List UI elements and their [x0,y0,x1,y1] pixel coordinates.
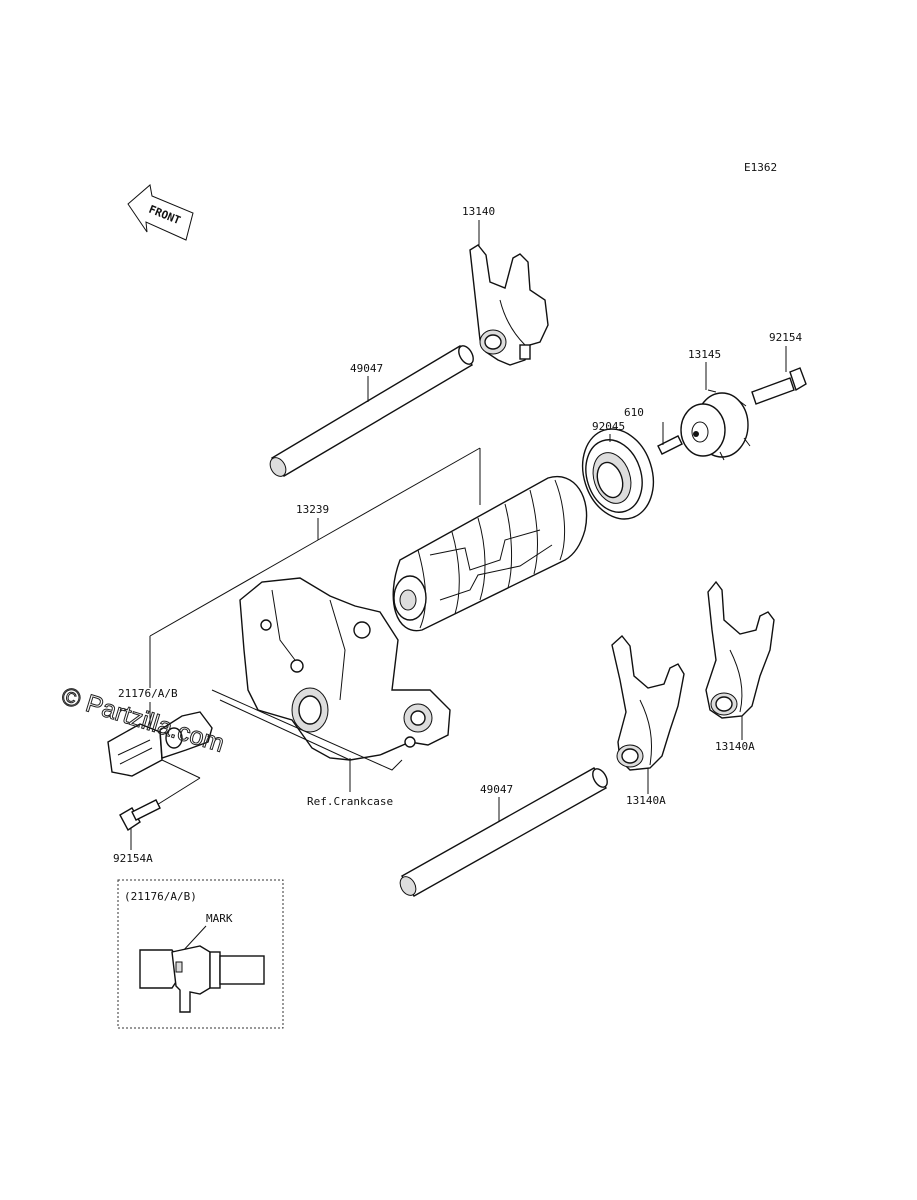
label-92154: 92154 [769,331,802,344]
diagram-code: E1362 [744,161,777,174]
label-13140A-right: 13140A [715,740,755,753]
shift-rod-49047-bottom [399,767,608,897]
bolt-92154 [751,367,807,405]
pin-610 [657,435,683,455]
label-92045: 92045 [592,420,625,433]
label-13239: 13239 [296,503,329,516]
inset-title: (21176/A/B) [124,890,197,903]
label-610: 610 [624,406,644,419]
shift-fork-13140A-middle [611,634,685,771]
inset-sensor-detail: (21176/A/B) MARK [117,879,284,1029]
front-arrow-icon: FRONT [127,184,194,241]
bolt-92154A [119,799,161,832]
inset-mark-label: MARK [206,912,233,925]
label-21176: 21176/A/B [118,687,178,700]
shift-fork-13140 [469,244,549,366]
label-13140A-middle: 13140A [626,794,666,807]
shift-fork-13140A-right [705,580,775,719]
shift-rod-49047-top [269,345,474,477]
bearing-92045 [581,428,655,520]
label-49047-bottom: 49047 [480,783,513,796]
shift-cam-13145 [680,389,751,461]
label-92154A: 92154A [113,852,153,865]
label-13140: 13140 [462,205,495,218]
crankcase-reference [211,577,451,771]
label-13145: 13145 [688,348,721,361]
label-ref-crankcase: Ref.Crankcase [307,795,393,808]
label-49047-top: 49047 [350,362,383,375]
shift-drum-13239 [392,475,588,632]
